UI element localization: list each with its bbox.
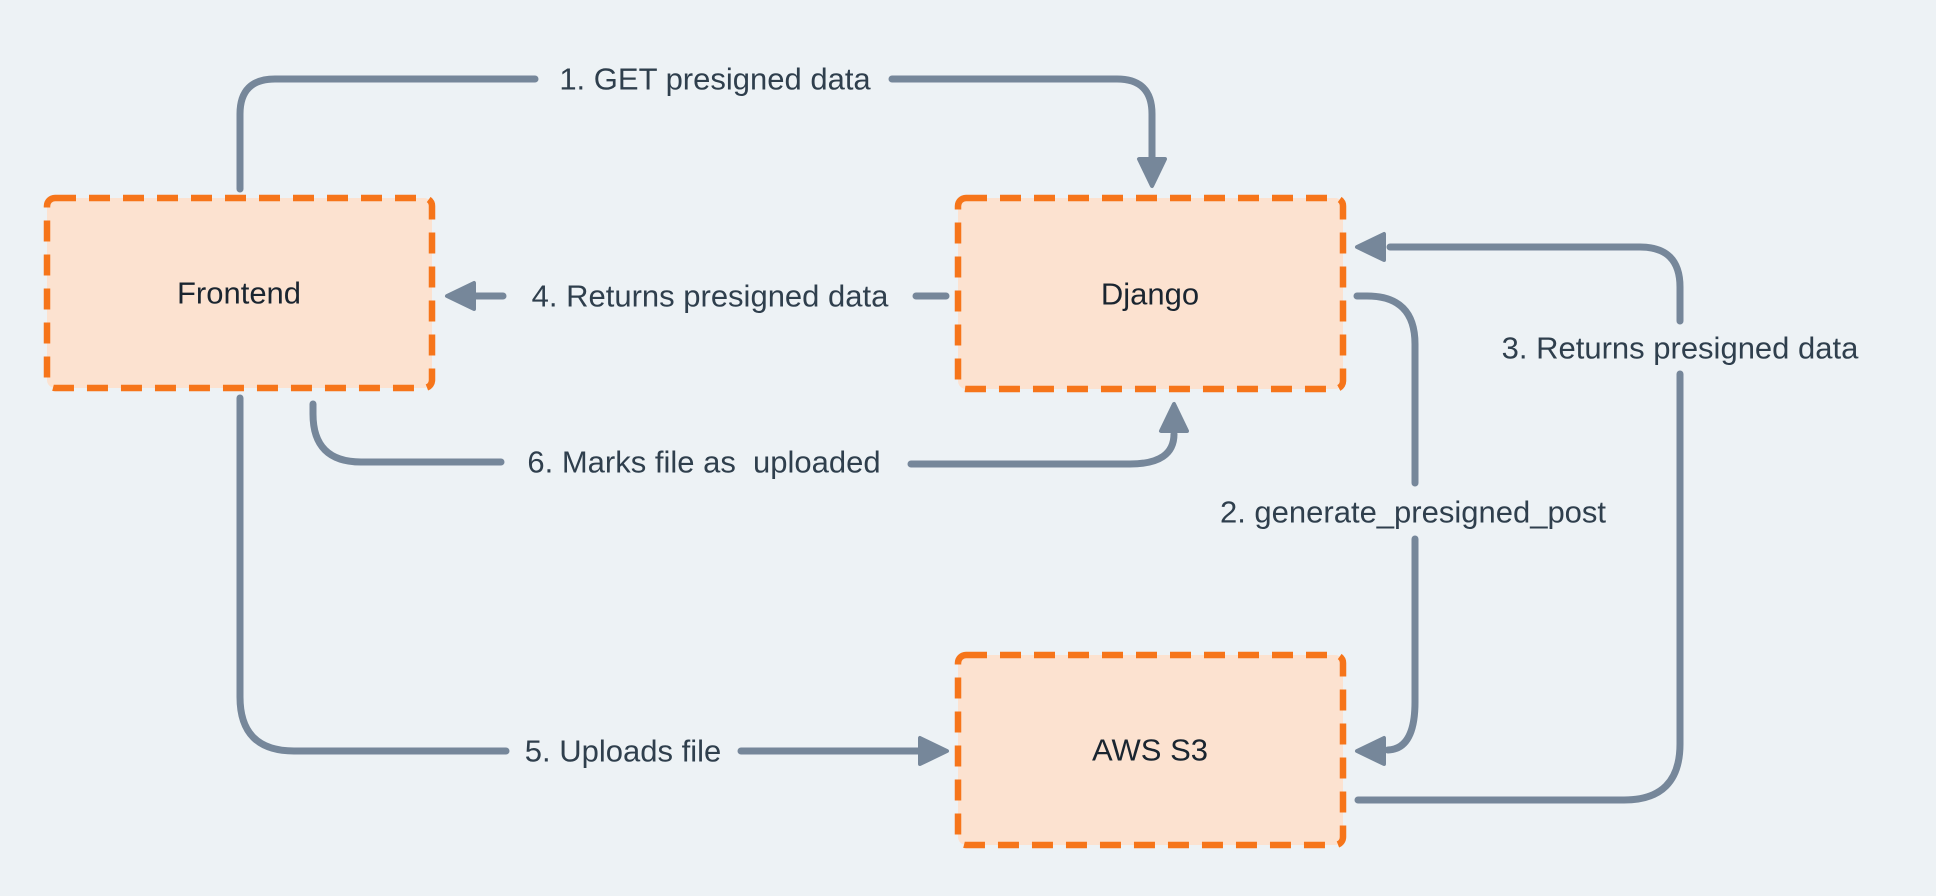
- step-3-label: 3. Returns presigned data: [1501, 330, 1859, 366]
- step-4-label: 4. Returns presigned data: [531, 278, 889, 314]
- step-5-label: 5. Uploads file: [524, 733, 722, 769]
- step-2-label: 2. generate_presigned_post: [1219, 494, 1607, 530]
- aws-s3-box: [954, 651, 1347, 849]
- frontend-label: Frontend: [176, 275, 302, 311]
- arrow-5-uploads-file: [236, 394, 949, 766]
- arrow-3-returns-presigned-data: [1354, 232, 1684, 804]
- arrow-2-generate-presigned-post: [1353, 292, 1419, 766]
- arrow-4-returns-presigned-data: [445, 281, 950, 311]
- arrow-1-get-presigned-data: [236, 75, 1167, 193]
- arrowhead-left-icon: [445, 281, 476, 311]
- frontend-box: [43, 194, 436, 392]
- arrow-6-marks-file-uploaded: [309, 400, 1189, 468]
- django-box: [954, 194, 1347, 393]
- aws-s3-label: AWS S3: [1092, 732, 1208, 768]
- arrowhead-left-icon: [1355, 232, 1386, 262]
- step-1-label: 1. GET presigned data: [559, 61, 871, 97]
- arrowhead-down-icon: [1137, 157, 1167, 188]
- step-6-label: 6. Marks file as uploaded: [527, 444, 881, 480]
- django-label: Django: [1100, 276, 1200, 312]
- arrowhead-up-icon: [1159, 402, 1189, 433]
- arrowhead-left-icon: [1355, 736, 1386, 766]
- arrowhead-right-icon: [918, 736, 949, 766]
